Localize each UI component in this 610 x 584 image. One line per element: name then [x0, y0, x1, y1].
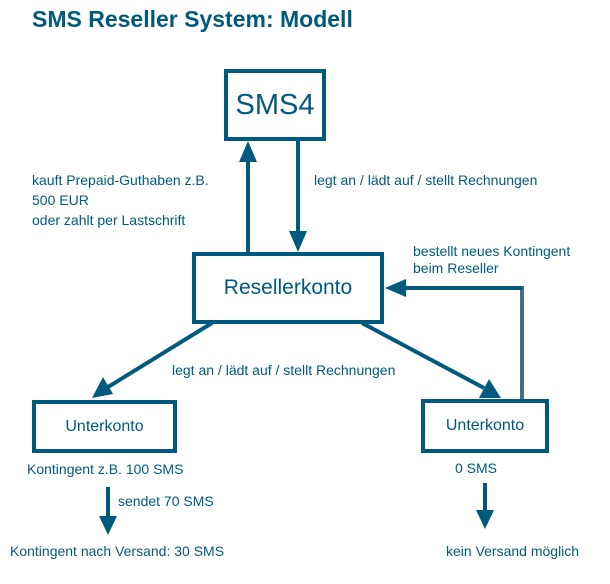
arrowhead-left-icon	[385, 279, 406, 297]
node-unterkonto-right: Unterkonto	[421, 399, 549, 453]
arrowhead-up-icon	[239, 141, 257, 162]
arrowhead-right-down-icon	[479, 379, 501, 398]
diagram-title: SMS Reseller System: Modell	[32, 6, 353, 32]
label-left-quota: Kontingent z.B. 100 SMS	[27, 461, 184, 477]
label-buy: kauft Prepaid-Guthaben z.B. 500 EUR oder…	[32, 172, 209, 228]
label-right-after: kein Versand möglich	[446, 543, 580, 559]
node-unterkonto-left-label: Unterkonto	[65, 417, 144, 435]
arrow-reseller-to-sub-left	[106, 321, 214, 389]
node-unterkonto-left: Unterkonto	[32, 400, 177, 453]
arrowhead-down-icon	[99, 516, 117, 535]
arrowhead-left-down-icon	[92, 377, 113, 398]
label-left-after: Kontingent nach Versand: 30 SMS	[10, 543, 225, 559]
arrow-reseller-to-sub-right	[361, 321, 485, 390]
label-left-send: sendet 70 SMS	[118, 493, 214, 509]
arrowhead-down-icon	[476, 510, 494, 529]
node-sms4-label: SMS4	[235, 88, 315, 121]
arrow-reorder-feedback	[404, 286, 524, 400]
label-reseller-to-sub: legt an / lädt auf / stellt Rechnungen	[172, 362, 396, 378]
node-sms4: SMS4	[224, 69, 326, 141]
label-reorder: bestellt neues Kontingent beim Reseller	[413, 243, 571, 276]
label-right-quota: 0 SMS	[455, 460, 498, 476]
label-sms4-to-reseller: legt an / lädt auf / stellt Rechnungen	[314, 172, 538, 188]
arrowhead-down-icon	[289, 231, 307, 252]
node-resellerkonto: Resellerkonto	[192, 252, 384, 324]
node-unterkonto-right-label: Unterkonto	[445, 417, 525, 434]
node-resellerkonto-label: Resellerkonto	[223, 276, 353, 299]
